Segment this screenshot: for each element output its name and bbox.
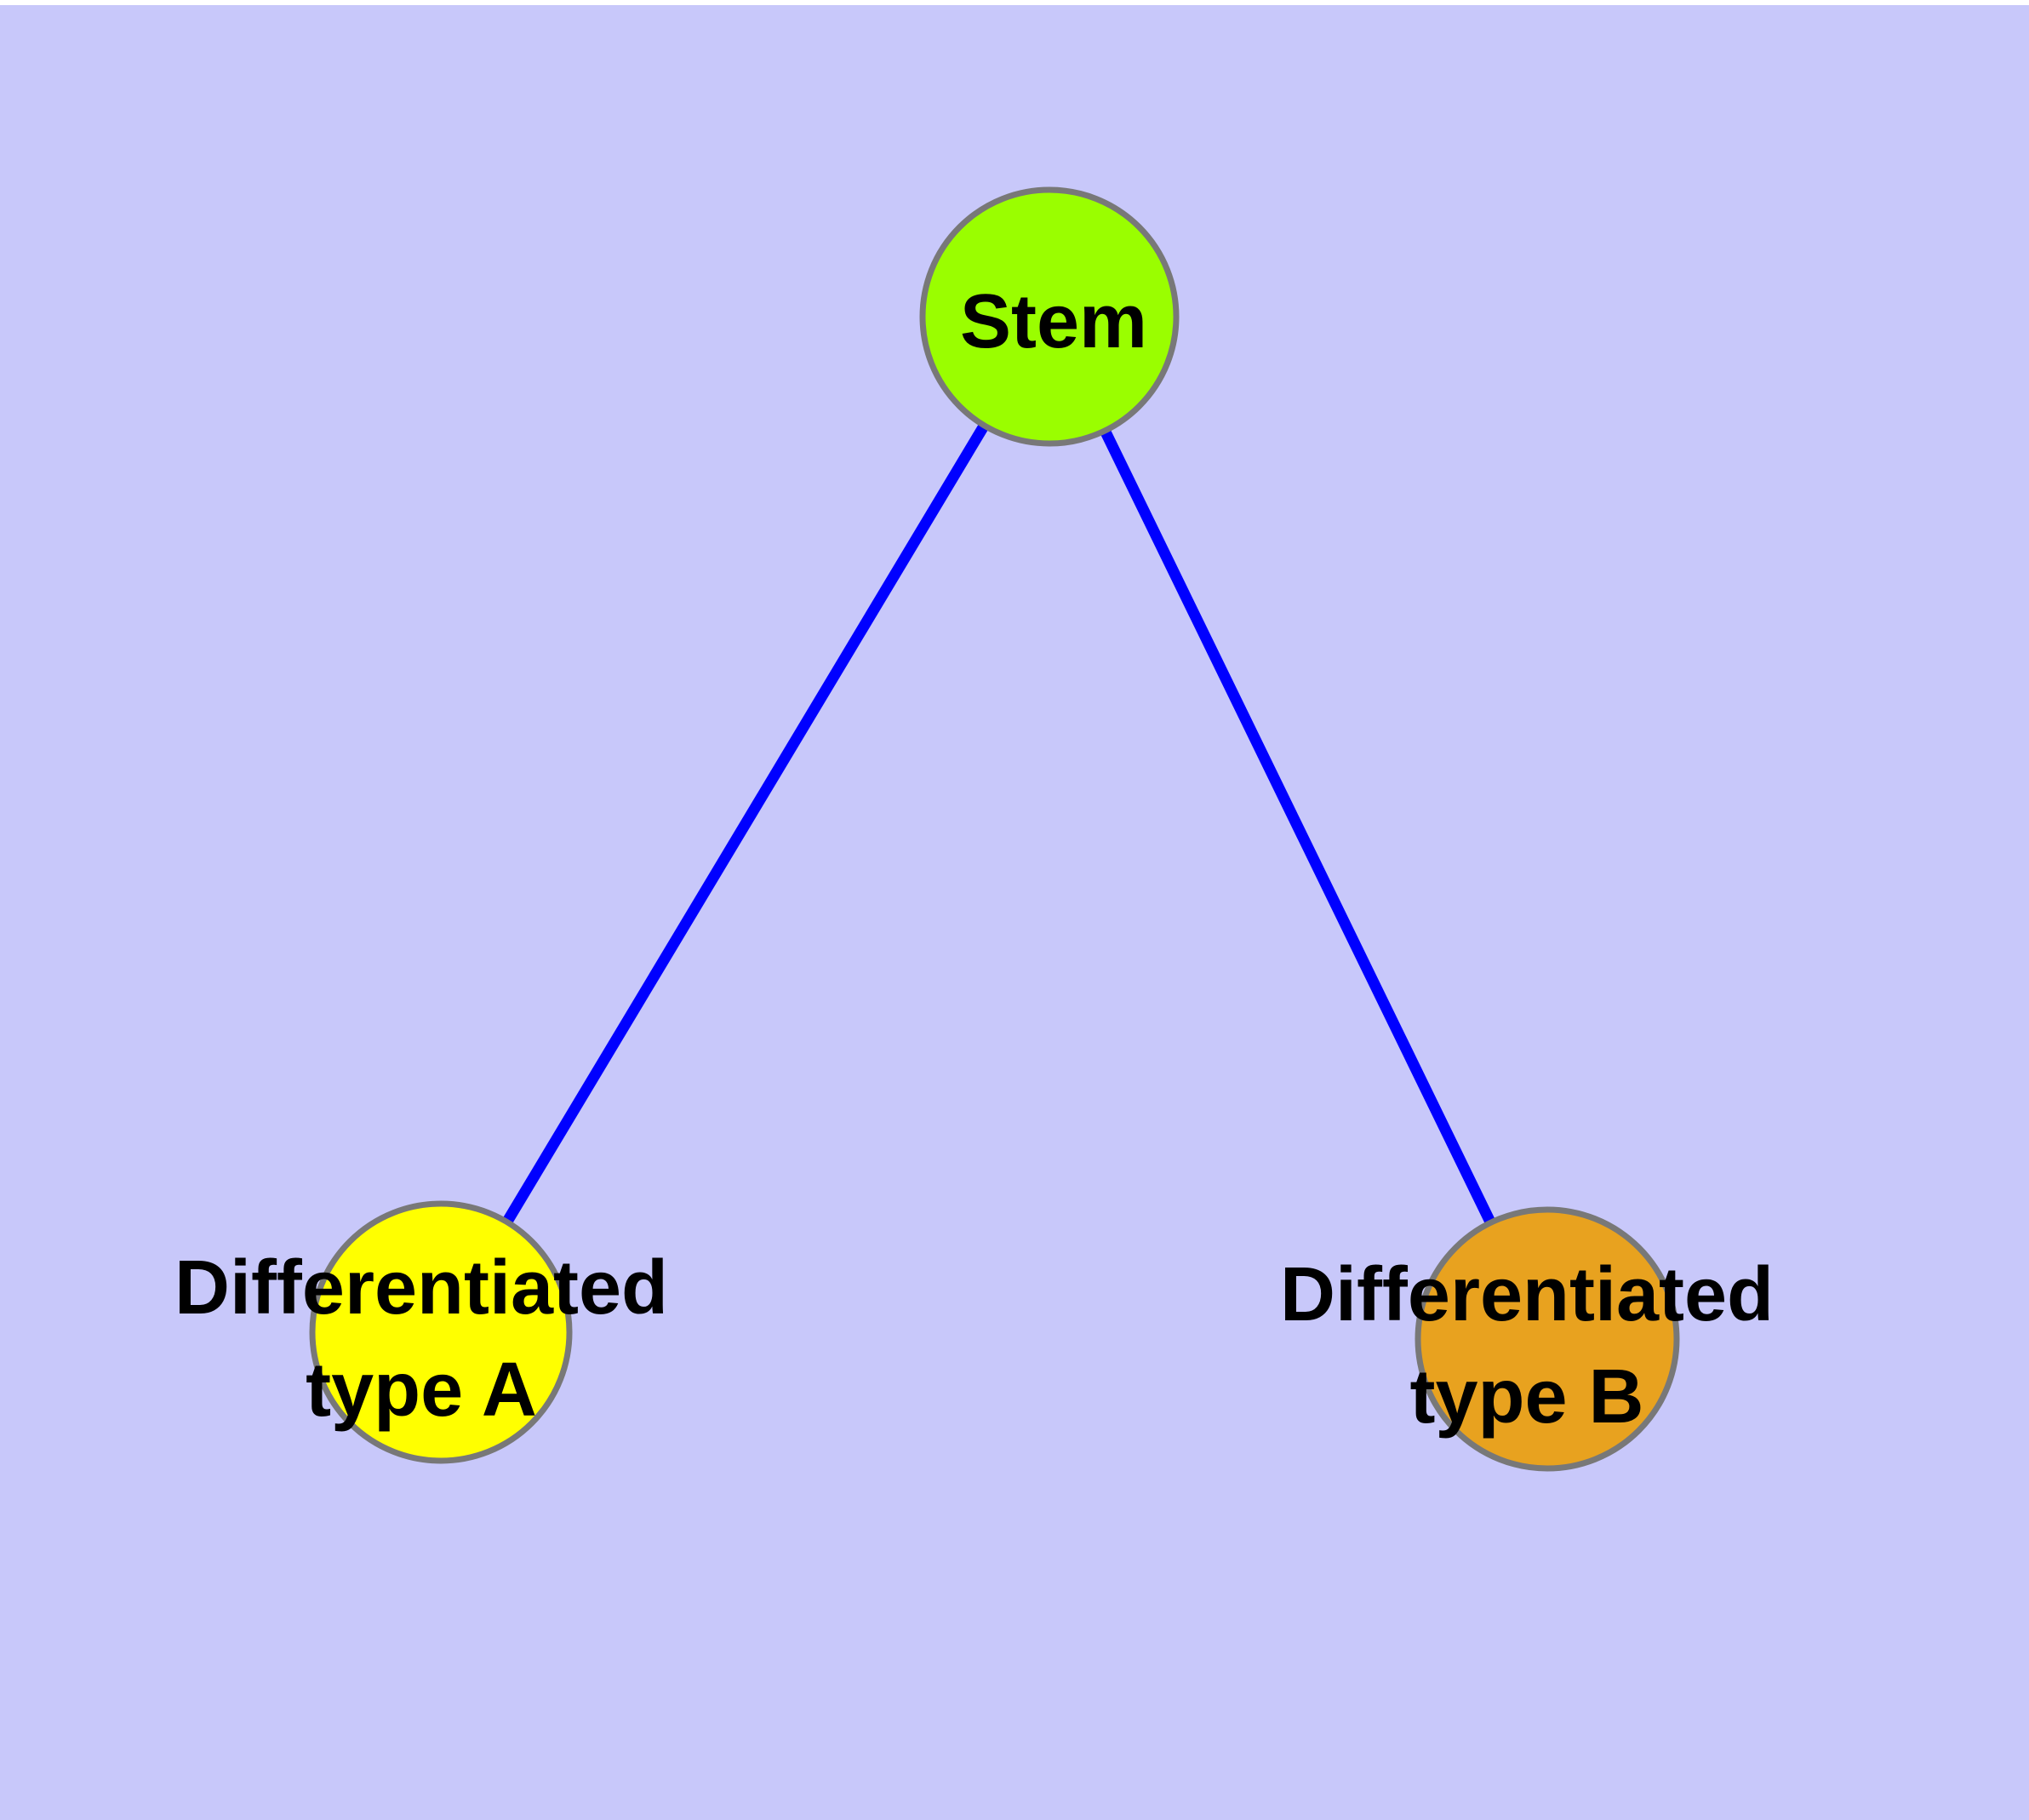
stem-node-label: Stem [960, 279, 1147, 364]
differentiated-type-b-node [1415, 1206, 1680, 1472]
edge-stem-to-type-b [1044, 314, 1552, 1342]
differentiated-type-a-label-line2: type A [306, 1348, 537, 1433]
stem-node [919, 186, 1180, 447]
differentiated-type-b-label-line2: type B [1409, 1354, 1643, 1439]
edge-stem-to-type-a [436, 313, 1055, 1336]
differentiated-type-a-label-line1: Differentiated [174, 1245, 668, 1331]
differentiated-type-b-label-line1: Differentiated [1280, 1252, 1774, 1337]
differentiated-type-a-node [309, 1200, 573, 1464]
